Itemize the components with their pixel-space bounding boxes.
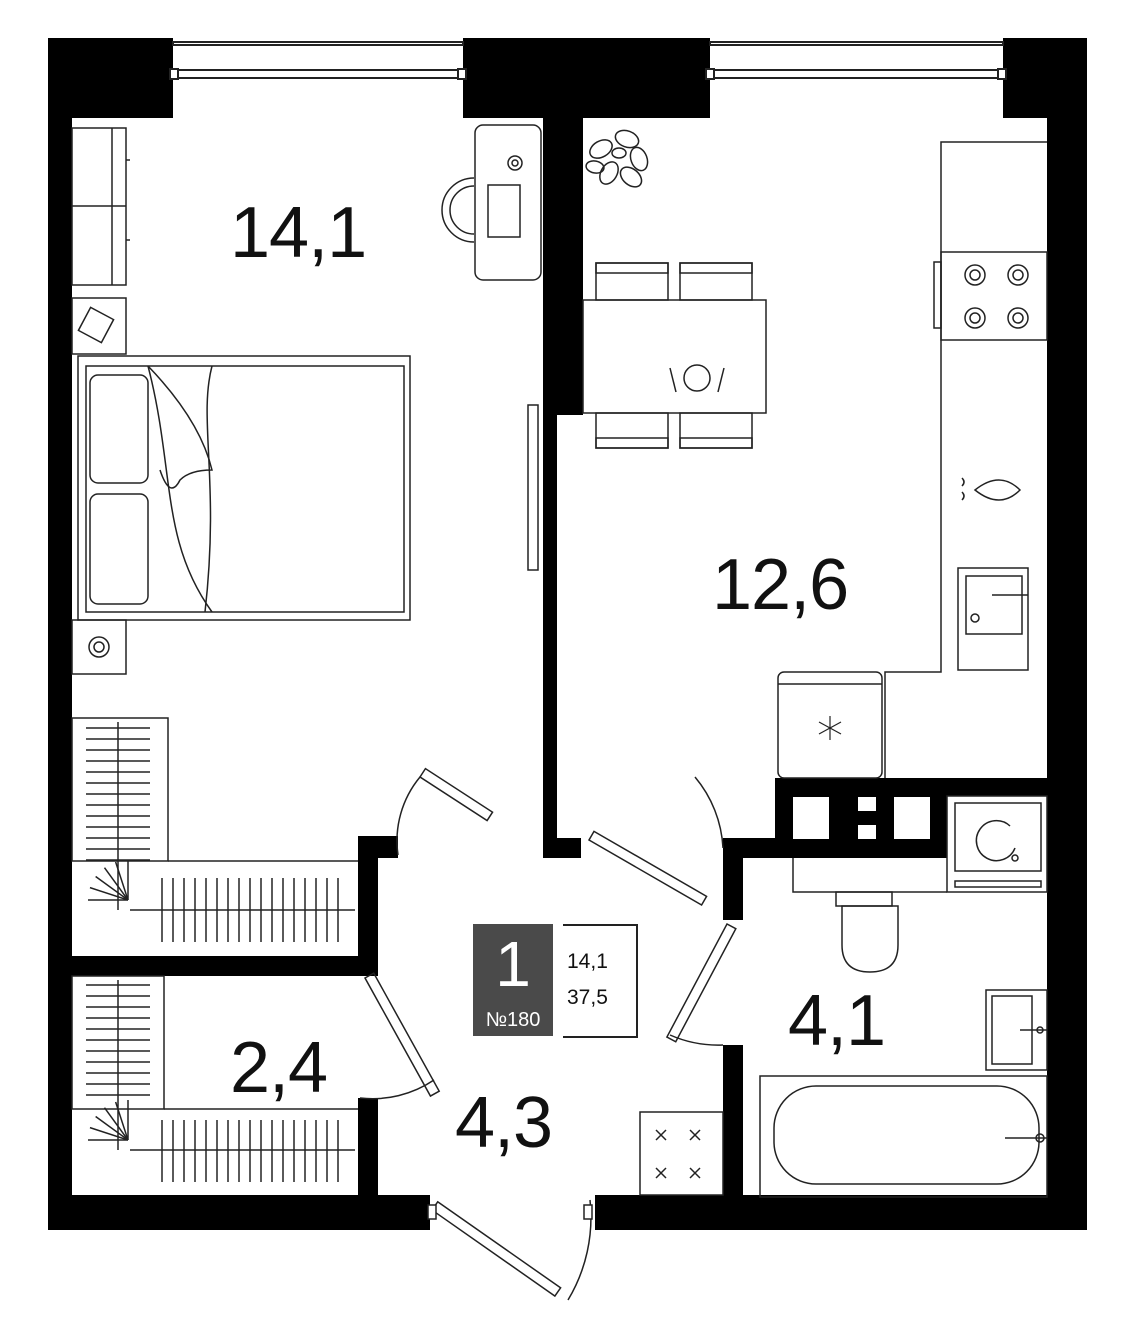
snowflake-icon <box>818 716 842 740</box>
wardrobe-hangers <box>86 727 339 1182</box>
rooms-count: 1 <box>495 928 531 1000</box>
total-area: 37,5 <box>567 986 608 1009</box>
room-area-storage: 2,4 <box>230 1028 328 1108</box>
room-area-hallway: 4,3 <box>455 1083 553 1163</box>
storage-furniture <box>71 975 358 1151</box>
bathroom-fixtures <box>759 795 1048 1198</box>
hanger-line <box>103 867 129 901</box>
room-area-bedroom: 14,1 <box>230 193 367 273</box>
doors <box>359 404 737 1301</box>
hanger-line <box>114 861 129 901</box>
badge-area-block: 14,1 37,5 <box>563 924 638 1038</box>
ventilation-holes <box>793 797 930 839</box>
hanger-line <box>89 1126 129 1141</box>
hanger-line <box>95 875 129 901</box>
shoe-cabinet <box>639 1111 724 1196</box>
badge-dark-block: 1 №180 <box>473 924 553 1036</box>
bedroom-furniture <box>71 124 542 911</box>
apartment-info-badge: 1 №180 14,1 37,5 <box>473 924 638 1038</box>
apartment-number: №180 <box>485 1009 541 1031</box>
windows <box>169 41 1007 80</box>
kitchen-furniture <box>582 129 1048 779</box>
walls <box>48 38 1087 1230</box>
living-area: 14,1 <box>567 950 608 973</box>
hanger-line <box>89 886 129 901</box>
hanger-line <box>103 1107 129 1141</box>
room-area-bathroom: 4,1 <box>788 981 886 1061</box>
room-area-kitchen: 12,6 <box>712 545 849 625</box>
hanger-line <box>95 1115 129 1141</box>
